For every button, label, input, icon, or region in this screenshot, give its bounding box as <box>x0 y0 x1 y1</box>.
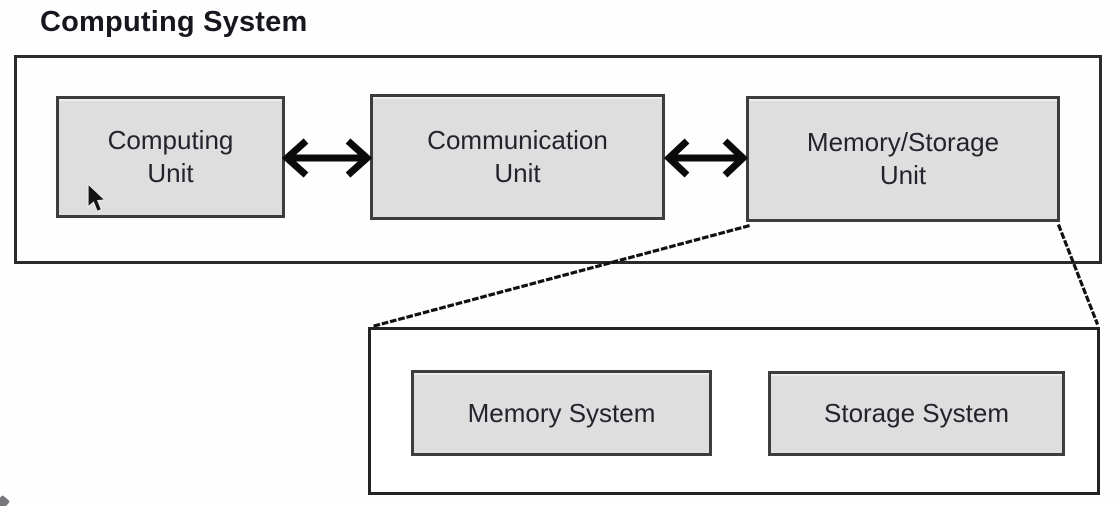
memory-storage-unit-box: Memory/Storage Unit <box>746 96 1060 222</box>
communication-unit-label-line1: Communication <box>427 124 608 155</box>
communication-unit-label-line2: Unit <box>494 158 541 188</box>
diagram-title: Computing System <box>40 6 308 38</box>
computing-unit-label-line1: Computing <box>107 124 234 155</box>
memory-storage-detail-box: Memory System Storage System <box>368 327 1100 495</box>
memory-system-label: Memory System <box>467 397 656 428</box>
memory-system-box: Memory System <box>411 370 712 456</box>
memory-storage-unit-label-line2: Unit <box>879 160 927 190</box>
double-arrow-icon <box>664 138 748 178</box>
mouse-pointer-icon <box>87 183 107 213</box>
computing-unit-label-line2: Unit <box>147 158 194 188</box>
storage-system-label: Storage System <box>824 398 1009 428</box>
memory-storage-unit-label-line1: Memory/Storage <box>806 126 1000 157</box>
double-arrow-icon <box>282 138 372 178</box>
communication-unit-box: Communication Unit <box>370 94 665 220</box>
storage-system-box: Storage System <box>768 371 1065 456</box>
corner-artifact <box>0 494 11 506</box>
